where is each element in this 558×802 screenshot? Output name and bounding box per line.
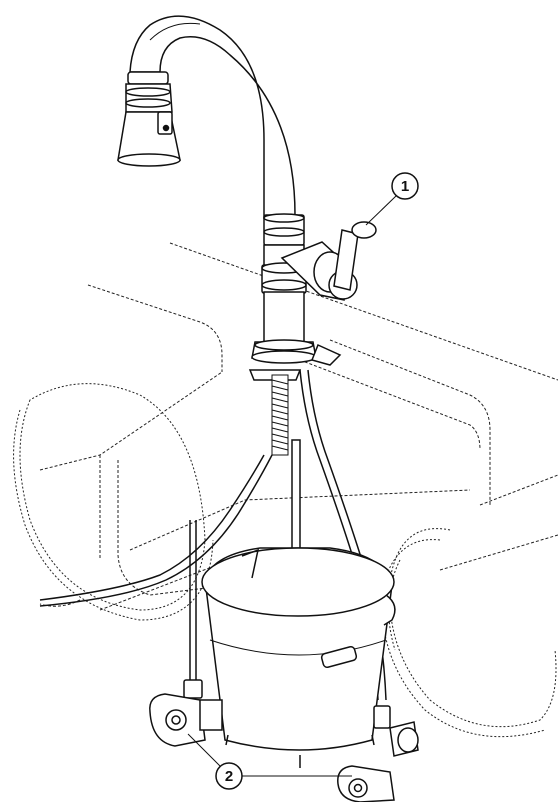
callout-1-label: 1 xyxy=(401,178,409,195)
callout-1-leader xyxy=(365,195,397,226)
right-shutoff-valve xyxy=(337,705,419,802)
callout-2-label: 2 xyxy=(225,768,233,785)
lever-handle xyxy=(280,221,377,301)
spray-head xyxy=(117,71,181,167)
bucket xyxy=(201,547,396,768)
left-shutoff-valve xyxy=(149,679,223,747)
threaded-shank xyxy=(271,374,289,456)
callout-1: 1 xyxy=(365,172,419,226)
callout-2-leader-left xyxy=(187,733,223,769)
countertop-outline xyxy=(39,242,558,611)
callout-1-circle xyxy=(391,172,419,200)
callout-2-circle xyxy=(215,762,243,790)
callout-2: 2 xyxy=(187,733,352,790)
faucet-body xyxy=(251,213,317,364)
